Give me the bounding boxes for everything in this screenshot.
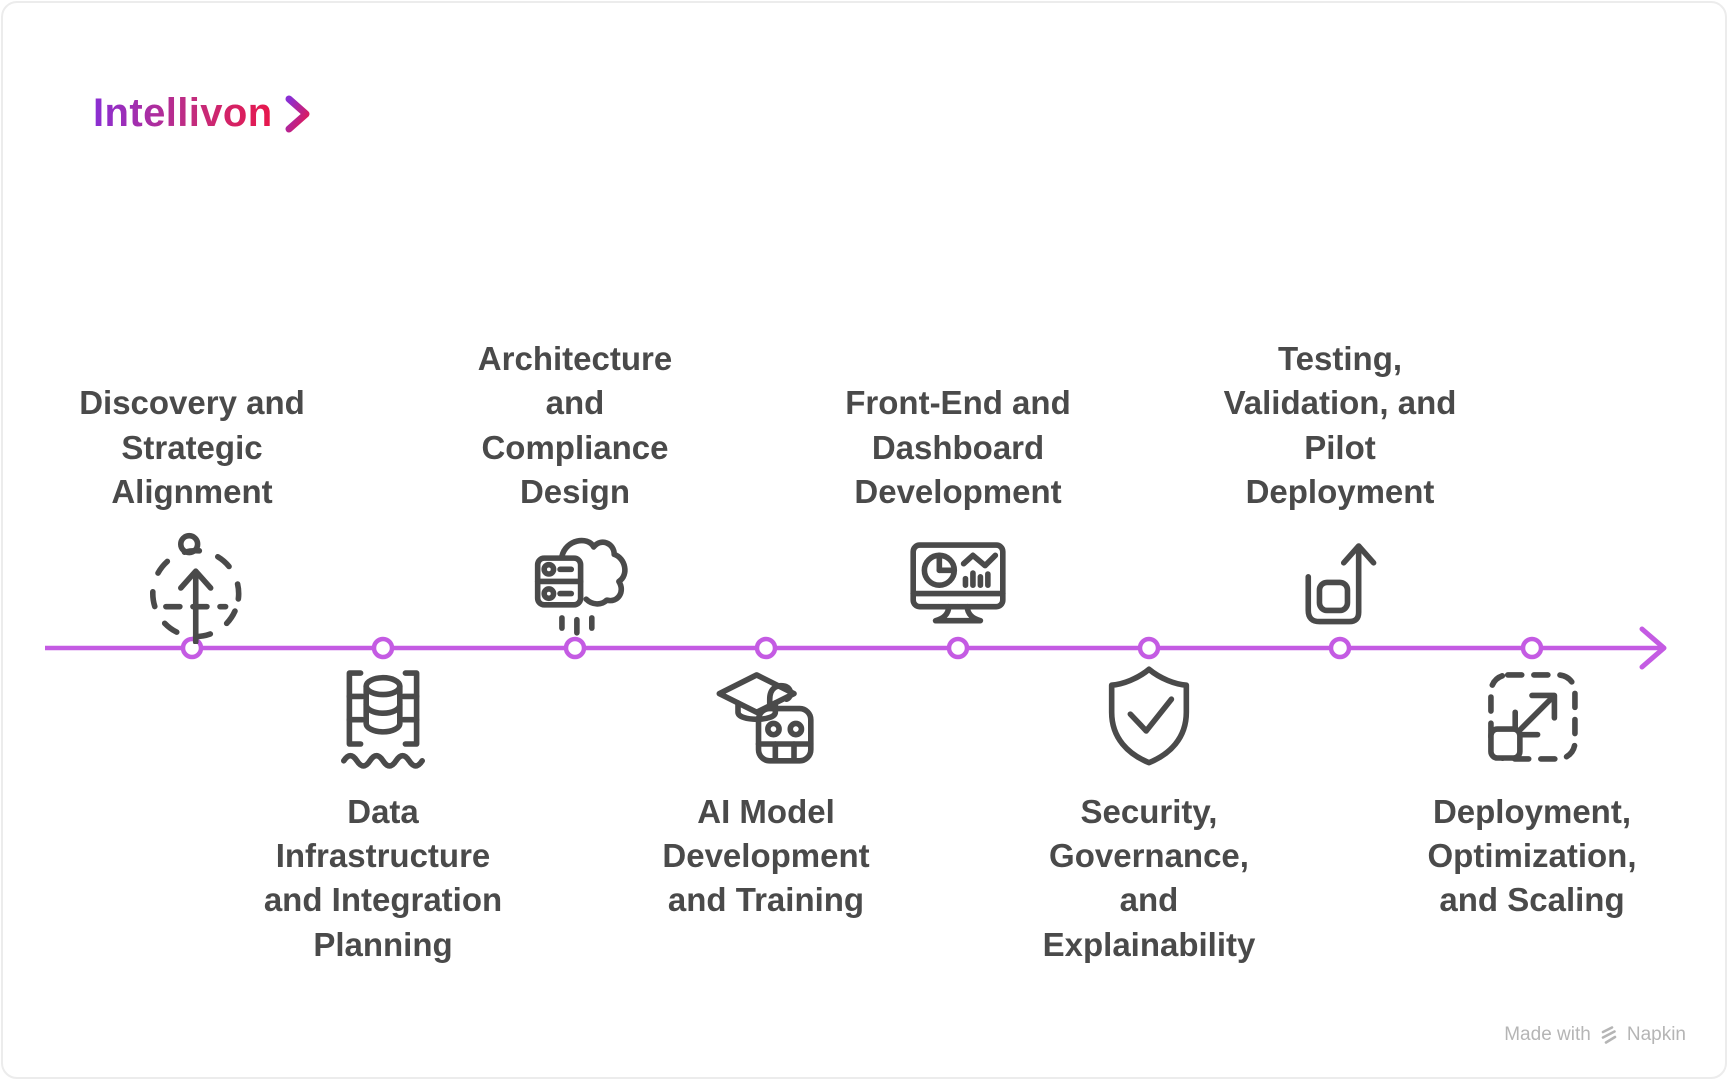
timeline-node bbox=[1520, 636, 1544, 660]
milestone-label: Architecture and Compliance Design bbox=[477, 340, 673, 510]
dashboard-monitor-icon bbox=[910, 542, 1006, 624]
attribution-text: Made with bbox=[1504, 1024, 1591, 1045]
napkin-logo-icon bbox=[1601, 1026, 1617, 1044]
attribution-brand: Napkin bbox=[1626, 1024, 1686, 1045]
milestone-label: Discovery and Strategic Alignment bbox=[79, 384, 305, 510]
milestone-deployment-scaling: Deployment, Optimization, and Scaling bbox=[1372, 660, 1692, 923]
milestone-frontend-dashboard: Front-End and Dashboard Development bbox=[798, 381, 1118, 644]
timeline-node bbox=[563, 636, 587, 660]
milestone-ai-model: AI Model Development and Training bbox=[606, 660, 926, 923]
growth-direction-icon bbox=[150, 532, 242, 644]
milestone-architecture: Architecture and Compliance Design bbox=[415, 337, 735, 644]
milestone-label: Front-End and Dashboard Development bbox=[845, 384, 1071, 510]
logo: Intellivon bbox=[93, 90, 314, 136]
milestone-label: AI Model Development and Training bbox=[662, 793, 870, 919]
milestone-label: Security, Governance, and Explainability bbox=[1042, 793, 1256, 963]
timeline-node bbox=[754, 636, 778, 660]
pilot-launch-icon bbox=[1305, 543, 1377, 625]
timeline-node bbox=[946, 636, 970, 660]
timeline-node bbox=[371, 636, 395, 660]
database-pipeline-icon bbox=[341, 670, 425, 769]
milestone-security-governance: Security, Governance, and Explainability bbox=[989, 660, 1309, 967]
milestone-label: Data Infrastructure and Integration Plan… bbox=[263, 793, 503, 963]
attribution: Made with Napkin bbox=[1504, 1024, 1686, 1046]
milestone-data-infrastructure: Data Infrastructure and Integration Plan… bbox=[223, 660, 543, 967]
milestone-discovery: Discovery and Strategic Alignment bbox=[32, 381, 352, 644]
robot-graduation-icon bbox=[716, 672, 814, 764]
logo-text: Intellivon bbox=[93, 90, 273, 135]
milestone-label: Deployment, Optimization, and Scaling bbox=[1427, 793, 1637, 919]
timeline-arrow-icon bbox=[1639, 626, 1667, 670]
shield-check-icon bbox=[1108, 666, 1190, 766]
milestone-testing-validation: Testing, Validation, and Pilot Deploymen… bbox=[1180, 337, 1500, 644]
scale-expand-icon bbox=[1488, 672, 1578, 762]
cloud-server-icon bbox=[534, 537, 628, 636]
chevron-right-icon bbox=[285, 95, 310, 133]
timeline-node bbox=[1328, 636, 1352, 660]
timeline-node bbox=[1137, 636, 1161, 660]
milestone-label: Testing, Validation, and Pilot Deploymen… bbox=[1223, 340, 1457, 510]
